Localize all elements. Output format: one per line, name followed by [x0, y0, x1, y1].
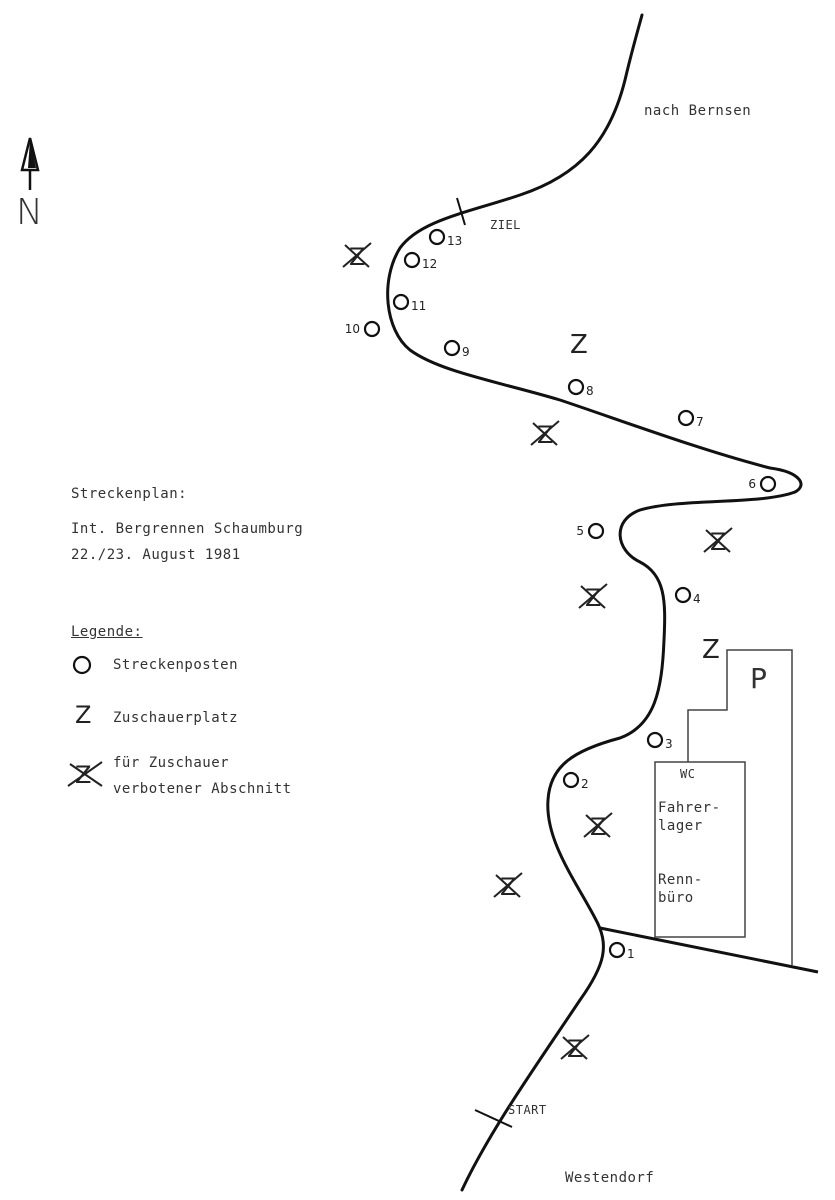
track-post-7: 7	[677, 409, 704, 429]
track-post-11: 11	[392, 293, 426, 313]
svg-text:6: 6	[748, 477, 756, 491]
svg-text:4: 4	[693, 592, 701, 606]
forbidden-area: Z	[578, 583, 608, 612]
compass	[20, 137, 40, 190]
forbidden-area: Z	[342, 242, 372, 271]
track-post-9: 9	[443, 339, 470, 359]
office-label: Renn-	[658, 872, 703, 888]
map-heading: Streckenplan:	[71, 486, 188, 502]
svg-text:12: 12	[422, 257, 437, 271]
svg-text:2: 2	[581, 777, 589, 791]
forbidden-area: Z	[583, 812, 613, 841]
event-name: Int. Bergrennen Schaumburg	[71, 521, 304, 537]
track-post-1: 1	[608, 941, 635, 961]
north-label: N	[16, 192, 44, 233]
office-label-2: büro	[658, 890, 694, 906]
svg-text:9: 9	[462, 345, 470, 359]
svg-text:3: 3	[665, 737, 673, 751]
track-post-12: 12	[403, 251, 437, 271]
svg-text:7: 7	[696, 415, 704, 429]
forbidden-area: Z	[493, 872, 523, 901]
track-post-4: 4	[674, 586, 701, 606]
start-line	[474, 1109, 513, 1128]
svg-text:13: 13	[447, 234, 462, 248]
track-post-10: 10	[345, 320, 381, 338]
track-post-3: 3	[646, 731, 673, 751]
track-post-2: 2	[562, 771, 589, 791]
wc-label: WC	[680, 767, 696, 781]
svg-text:10: 10	[345, 322, 360, 336]
forbidden-area: Z	[530, 420, 560, 449]
legend-label-forbidden: für Zuschauer	[113, 755, 230, 771]
finish-line	[456, 197, 466, 226]
svg-text:11: 11	[411, 299, 426, 313]
paddock-label-2: lager	[658, 818, 703, 834]
start-label: START	[508, 1103, 547, 1117]
svg-text:1: 1	[627, 947, 635, 961]
legend-label-forbidden-2: verbotener Abschnitt	[113, 781, 292, 797]
track-post-8: 8	[567, 378, 594, 398]
paddock-label: Fahrer-	[658, 800, 721, 816]
finish-label: ZIEL	[490, 218, 521, 232]
spectator-area: Z	[570, 330, 588, 360]
access-road	[599, 926, 819, 974]
track-post-6: 6	[748, 475, 777, 493]
legend-label-post: Streckenposten	[113, 657, 239, 673]
forbidden-area: Z	[703, 527, 733, 556]
svg-text:5: 5	[576, 524, 584, 538]
forbidden-area: Z	[560, 1034, 590, 1063]
destination-south: Westendorf	[565, 1170, 655, 1186]
legend-label-spectator: Zuschauerplatz	[113, 710, 239, 726]
race-track	[386, 13, 803, 1192]
track-post-13: 13	[428, 228, 462, 248]
destination-north: nach Bernsen	[644, 103, 752, 119]
event-date: 22./23. August 1981	[71, 547, 241, 563]
paddock-outline	[654, 649, 793, 965]
parking-label: P	[750, 662, 768, 695]
svg-text:8: 8	[586, 384, 594, 398]
spectator-area: Z	[702, 635, 720, 665]
track-post-5: 5	[576, 522, 605, 540]
legend-heading: Legende:	[71, 624, 143, 640]
